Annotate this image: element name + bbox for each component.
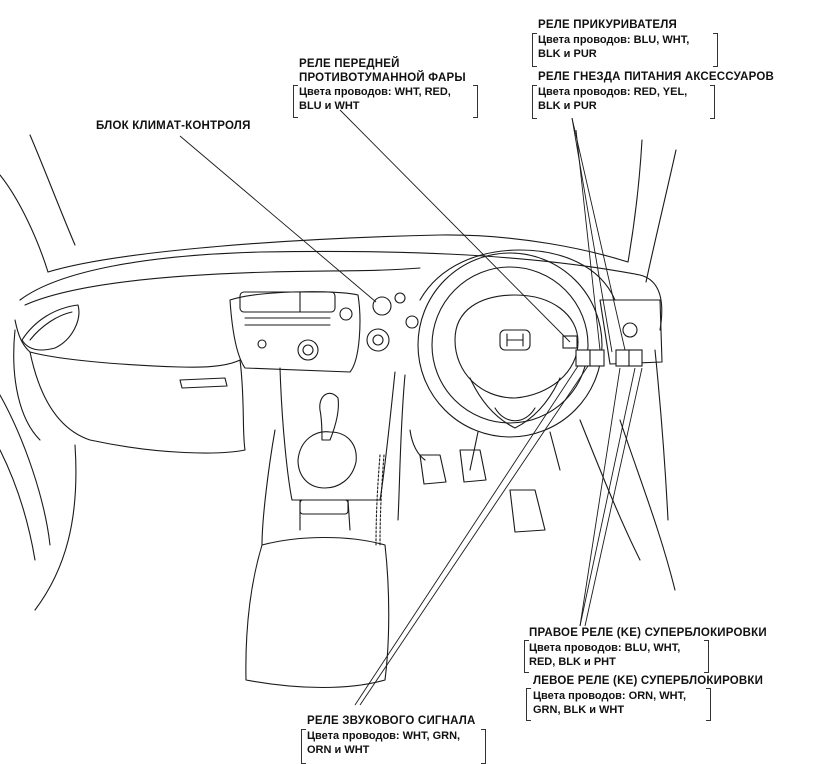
fog-relay-bracket-left [293,85,298,118]
center-stack [229,291,361,373]
accessory-relay-bracket-right [710,85,715,119]
horn-relay-bracket-right [481,729,486,764]
windshield-base [47,234,629,273]
left-superlock-wires: Цвета проводов: ORN, WHT, GRN, BLK и WHT [533,690,687,716]
armrest [245,536,390,689]
relay-block-horn [575,349,591,367]
left-vent [21,304,80,351]
horn-relay-bracket-left [301,729,306,764]
fog-relay-title-line2: ПРОТИВОТУМАННОЙ ФАРЫ [299,72,466,84]
callout-right-superlock: ПРАВОЕ РЕЛЕ (KE) СУПЕРБЛОКИРОВКИ Цвета п… [529,626,767,669]
fog-relay-wires: Цвета проводов: WHT, RED, BLU и WHT [299,86,451,112]
right-superlock-bracket-right [704,640,709,673]
horn-relay-title: РЕЛЕ ЗВУКОВОГО СИГНАЛА [307,715,476,727]
honda-logo [499,329,531,351]
left-superlock-title: ЛЕВОЕ РЕЛЕ (KE) СУПЕРБЛОКИРОВКИ [533,675,764,687]
callout-horn-relay: РЕЛЕ ЗВУКОВОГО СИГНАЛА Цвета проводов: W… [307,714,476,757]
climate-knob [366,328,390,352]
left-superlock-bracket-right [706,688,711,721]
steering-column [469,431,561,471]
cigarette-relay-bracket-right [713,33,718,67]
right-superlock-wires: Цвета проводов: BLU, WHT, RED, BLK и PHT [529,642,681,668]
brake-pedal [459,449,487,483]
right-a-pillar-inner [645,149,677,283]
relay-block-superlock [615,349,630,367]
horn-relay-wires: Цвета проводов: WHT, GRN, ORN и WHT [307,730,461,756]
left-a-pillar-inner [0,174,49,273]
steering-hub [454,294,579,399]
climate-unit-title: БЛОК КЛИМАТ-КОНТРОЛЯ [96,120,251,132]
cigarette-relay-bracket-left [532,33,537,67]
right-superlock-title: ПРАВОЕ РЕЛЕ (KE) СУПЕРБЛОКИРОВКИ [529,627,767,639]
left-a-pillar [29,134,76,246]
console-switches [299,499,349,515]
cigarette-relay-wires: Цвета проводов: BLU, WHT, BLK и PUR [538,34,690,60]
left-superlock-bracket-left [526,688,531,721]
gear-lever [319,392,339,441]
dash-top [19,250,663,331]
callout-left-superlock: ЛЕВОЕ РЕЛЕ (KE) СУПЕРБЛОКИРОВКИ Цвета пр… [533,674,763,717]
fog-relay-title-line1: РЕЛЕ ПЕРЕДНЕЙ [299,58,400,70]
accessory-relay-title: РЕЛЕ ГНЕЗДА ПИТАНИЯ АКСЕССУАРОВ [538,71,775,83]
audio-knob [297,339,319,361]
accessory-relay-bracket-left [532,85,537,119]
cigarette-relay-title: РЕЛЕ ПРИКУРИВАТЕЛЯ [538,19,677,31]
fog-relay-bracket-right [473,85,478,118]
glovebox-handle [179,377,228,389]
accelerator-pedal [509,489,546,533]
callout-fog-relay: РЕЛЕ ПЕРЕДНЕЙ ПРОТИВОТУМАННОЙ ФАРЫ Цвета… [299,57,466,113]
right-superlock-bracket-left [524,640,529,673]
steering-wheel-rim [417,252,603,438]
right-a-pillar [627,139,643,263]
callout-climate-unit: БЛОК КЛИМАТ-КОНТРОЛЯ [96,119,251,133]
clutch-pedal [419,454,447,485]
callout-cigarette-relay: РЕЛЕ ПРИКУРИВАТЕЛЯ Цвета проводов: BLU, … [538,18,689,61]
gear-shift-boot [297,431,357,489]
audio-display [239,291,336,313]
callout-accessory-relay: РЕЛЕ ГНЕЗДА ПИТАНИЯ АКСЕССУАРОВ Цвета пр… [538,70,774,113]
climate-knob-upper [372,296,392,316]
accessory-relay-wires: Цвета проводов: RED, YEL, BLK и PUR [538,86,688,112]
